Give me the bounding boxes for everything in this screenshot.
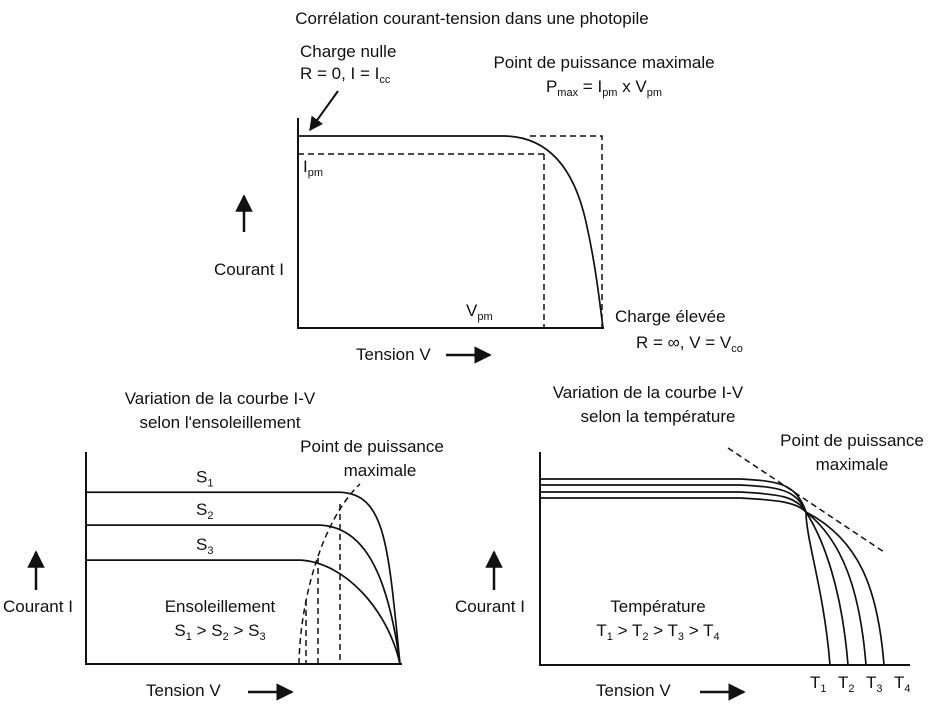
left-curves bbox=[86, 491, 401, 665]
top-xlabel: Tension V bbox=[356, 345, 431, 364]
left-axes bbox=[85, 452, 402, 665]
top-iv-curve bbox=[298, 135, 604, 329]
svg-text:maximale: maximale bbox=[816, 455, 889, 474]
right-iv-curve bbox=[540, 484, 867, 666]
svg-text:R = ∞, V = Vco: R = ∞, V = Vco bbox=[636, 333, 743, 355]
right-temperature-label: T2 bbox=[838, 673, 855, 695]
right-iv-curve bbox=[540, 478, 885, 666]
left-curve-label: S1 bbox=[196, 467, 213, 489]
svg-text:Point de puissance: Point de puissance bbox=[300, 437, 444, 456]
svg-text:R = 0, I = Icc: R = 0, I = Icc bbox=[300, 64, 391, 86]
svg-text:S1 > S2 > S3: S1 > S2 > S3 bbox=[174, 621, 265, 643]
top-axes bbox=[297, 118, 604, 329]
svg-text:maximale: maximale bbox=[344, 461, 417, 480]
left-iv-curve bbox=[86, 524, 401, 665]
main-title: Corrélation courant-tension dans une pho… bbox=[295, 9, 648, 28]
svg-text:Point de puissance maximale: Point de puissance maximale bbox=[493, 53, 714, 72]
right-temperature-label: T1 bbox=[810, 673, 827, 695]
right-temperature-labels: T1 T2 T3 T4 bbox=[810, 673, 911, 695]
left-iv-curve bbox=[86, 491, 401, 665]
right-legend: Température T1 > T2 > T3 > T4 bbox=[596, 597, 719, 643]
svg-text:selon la température: selon la température bbox=[581, 407, 736, 426]
left-ylabel: Courant I bbox=[3, 597, 73, 616]
svg-text:selon l'ensoleillement: selon l'ensoleillement bbox=[139, 413, 300, 432]
right-iv-curve bbox=[540, 491, 849, 666]
right-axes bbox=[539, 452, 910, 666]
right-max-power-label: Point de puissance maximale bbox=[780, 431, 924, 474]
no-load-arrow-icon bbox=[309, 90, 339, 132]
vpm-label: Vpm bbox=[466, 301, 493, 323]
svg-text:T1 > T2 > T3 > T4: T1 > T2 > T3 > T4 bbox=[596, 621, 719, 643]
svg-text:Ensoleillement: Ensoleillement bbox=[165, 597, 276, 616]
right-ylabel: Courant I bbox=[455, 597, 525, 616]
left-curve-label: S2 bbox=[196, 500, 213, 522]
left-curve-label: S3 bbox=[196, 535, 213, 557]
high-load-label: Charge élevée R = ∞, V = Vco bbox=[615, 307, 743, 355]
svg-text:Température: Température bbox=[610, 597, 705, 616]
right-iv-curve bbox=[540, 497, 831, 666]
svg-text:Charge nulle: Charge nulle bbox=[300, 42, 396, 61]
right-title: Variation de la courbe I-V selon la temp… bbox=[553, 383, 744, 426]
right-curves bbox=[540, 478, 885, 666]
right-max-power-tangent bbox=[727, 447, 885, 553]
right-temperature-label: T4 bbox=[894, 673, 911, 695]
left-xlabel: Tension V bbox=[146, 681, 221, 700]
left-max-power-locus bbox=[298, 483, 361, 665]
top-isc-dashed-rectangle bbox=[530, 135, 603, 328]
right-temperature-label: T3 bbox=[866, 673, 883, 695]
svg-text:Variation de la courbe I-V: Variation de la courbe I-V bbox=[553, 383, 744, 402]
top-ylabel: Courant I bbox=[214, 260, 284, 279]
left-iv-curve bbox=[86, 559, 401, 665]
max-power-point-label: Point de puissance maximale Pmax = Ipm x… bbox=[493, 53, 714, 99]
no-load-label: Charge nulle R = 0, I = Icc bbox=[300, 42, 396, 86]
svg-text:Point de puissance: Point de puissance bbox=[780, 431, 924, 450]
left-title: Variation de la courbe I-V selon l'ensol… bbox=[125, 389, 316, 432]
right-xlabel: Tension V bbox=[596, 681, 671, 700]
svg-text:Pmax = Ipm x Vpm: Pmax = Ipm x Vpm bbox=[546, 77, 662, 99]
svg-text:Variation de la courbe I-V: Variation de la courbe I-V bbox=[125, 389, 316, 408]
ipm-label: Ipm bbox=[303, 157, 323, 179]
left-max-power-label: Point de puissance maximale bbox=[300, 437, 444, 480]
svg-text:Charge élevée: Charge élevée bbox=[615, 307, 726, 326]
left-legend: Ensoleillement S1 > S2 > S3 bbox=[165, 597, 276, 643]
